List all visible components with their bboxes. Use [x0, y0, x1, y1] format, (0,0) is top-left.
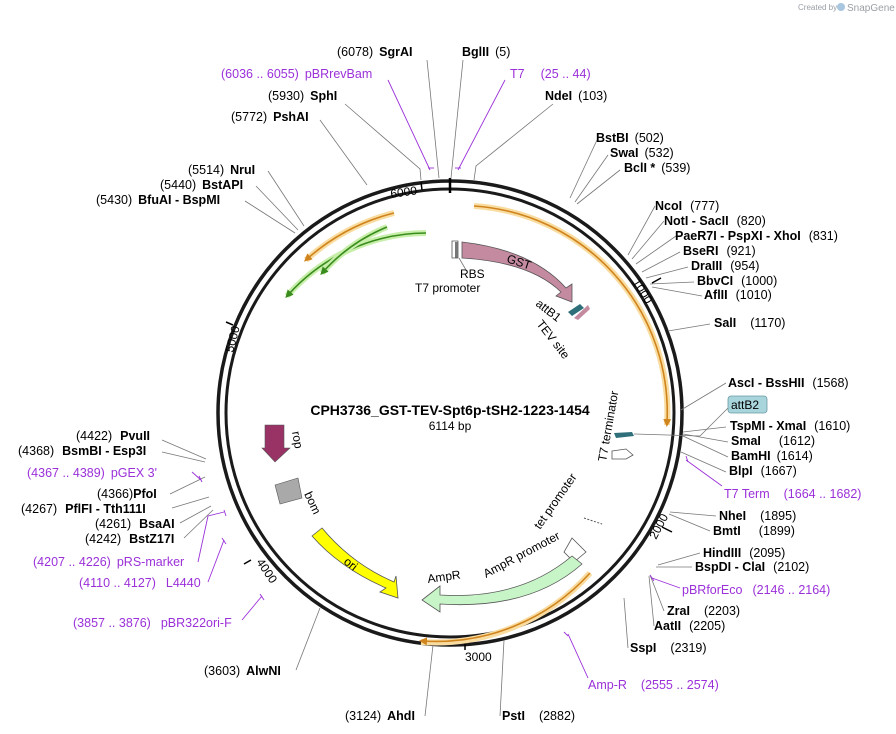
site-aflii: AflII(1010)	[704, 288, 772, 302]
t7-promoter-label: T7 promoter	[415, 281, 480, 295]
t7-terminator-feature	[611, 448, 634, 460]
orf-arc-right-glow	[473, 203, 671, 426]
site-bstapi: (5440)BstAPI	[160, 178, 243, 192]
green-orf-arc-2	[320, 226, 388, 275]
svg-text:3000: 3000	[465, 650, 492, 664]
attb2-box	[727, 395, 768, 414]
orf-arc-bottom	[419, 572, 591, 646]
tick-4000: 4000	[243, 556, 281, 586]
rbs-label: RBS	[460, 267, 485, 281]
primer-pbrrevbam: (6036 .. 6055)pBRrevBam	[221, 67, 372, 81]
site-bamhi: BamHI(1614)	[731, 449, 813, 463]
bom-feature	[274, 477, 303, 505]
site-sali: SalI(1170)	[714, 316, 785, 330]
site-alwni: (3603)AlwNI	[204, 664, 281, 678]
primer-t7: T7(25 .. 44)	[510, 67, 591, 81]
tick-5000: 5000	[222, 321, 243, 354]
snapgene-logo-icon	[837, 3, 845, 11]
site-leaders	[161, 59, 729, 717]
site-nhei: NheI(1895)	[719, 509, 796, 523]
site-blpi: BlpI(1667)	[729, 464, 797, 478]
primer-prs-marker: (4207 .. 4226)pRS-marker	[33, 555, 184, 569]
site-bmti: BmtI(1899)	[713, 524, 795, 538]
site-asci-bsshii: AscI - BssHII(1568)	[728, 376, 849, 390]
site-pflfi-tth111i: (4267)PflFI - Tth111I	[21, 502, 146, 516]
site-pvuii: (4422)PvuII	[76, 429, 150, 443]
attb1-label: attB1	[533, 296, 564, 324]
plasmid-title: CPH3736_GST-TEV-Spt6p-tSH2-1223-1454	[310, 402, 590, 418]
rop-label: rop	[289, 430, 306, 450]
site-smai: SmaI(1612)	[731, 434, 815, 448]
site-bseri: BseRI(921)	[683, 244, 756, 258]
rop-feature	[261, 424, 291, 463]
credit-prefix: Created by	[798, 3, 837, 12]
site-bstbi: BstBI(502)	[596, 131, 664, 145]
gst-feature	[461, 241, 573, 303]
tet-promoter-feature	[583, 517, 603, 525]
site-sgrai: (6078)SgrAI	[337, 45, 412, 59]
site-pshai: (5772)PshAI	[231, 110, 309, 124]
site-bcli: BclI *(539)	[624, 161, 690, 175]
site-bglii: BglII(5)	[462, 45, 510, 59]
attb1-feature	[568, 304, 584, 316]
primer-pgex3: (4367 .. 4389)pGEX 3'	[27, 466, 157, 480]
site-noti-sacii: NotI - SacII(820)	[664, 214, 766, 228]
site-nrui: (5514)NruI	[188, 163, 255, 177]
site-bsmbi-esp3i: (4368)BsmBI - Esp3I	[18, 444, 146, 458]
site-zrai: ZraI(2203)	[667, 604, 740, 618]
orf-arc-left	[304, 212, 395, 262]
site-bfuai-bspmi: (5430)BfuAI - BspMI	[96, 193, 220, 207]
svg-text:4000: 4000	[254, 556, 281, 586]
site-bbvci: BbvCI(1000)	[697, 274, 777, 288]
orf-arc-right	[473, 205, 672, 427]
bom-label: bom	[301, 489, 324, 516]
site-tspmi-xmai: TspMI - XmaI(1610)	[730, 419, 850, 433]
site-hindiii: HindIII(2095)	[703, 546, 785, 560]
site-bspdi-clai: BspDI - ClaI(2102)	[695, 560, 809, 574]
site-psti: PstI(2882)	[502, 709, 575, 723]
primer-t7-term: T7 Term(1664 .. 1682)	[724, 487, 861, 501]
primer-pbrforeco: pBRforEco(2146 .. 2164)	[682, 583, 830, 597]
primer-amp-r: Amp-R(2555 .. 2574)	[588, 678, 719, 692]
credit-brand: SnapGene	[847, 3, 895, 14]
tev-site-feature	[574, 305, 590, 320]
svg-text:6000: 6000	[389, 183, 418, 201]
site-ahdi: (3124)AhdI	[345, 709, 415, 723]
site-sphi: (5930)SphI	[268, 89, 337, 103]
site-ndei: NdeI(103)	[545, 89, 607, 103]
t7-promoter-mark	[451, 240, 459, 259]
ampr-label: AmpR	[426, 567, 461, 586]
primer-l4440: (4110 .. 4127)L4440	[79, 576, 201, 590]
primer-pbr322ori-f: (3857 .. 3876)pBR322ori-F	[73, 616, 232, 630]
ampr-feature	[421, 555, 583, 613]
site-bstz17i: (4242)BstZ17I	[85, 532, 174, 546]
site-swai: SwaI(532)	[610, 146, 674, 160]
site-aatii: AatII(2205)	[654, 619, 725, 633]
site-sspi: SspI(2319)	[630, 641, 707, 655]
site-paer7i-pspxi-xhoi: PaeR7I - PspXI - XhoI(831)	[675, 229, 838, 243]
rbs-mark	[455, 242, 458, 258]
site-ncoi: NcoI(777)	[655, 199, 719, 213]
attb2-label: attB2	[731, 398, 759, 412]
site-pfoi: (4366)PfoI	[97, 487, 157, 501]
ori-feature	[311, 527, 399, 599]
site-bsaai: (4261)BsaAI	[95, 517, 175, 531]
primer-leaders	[191, 79, 723, 679]
attb2-feature	[614, 432, 634, 438]
gst-label: GST	[505, 252, 533, 273]
site-draiii: DraIII(954)	[691, 259, 759, 273]
tick-6000: 6000	[389, 181, 423, 201]
plasmid-size: 6114 bp	[429, 419, 472, 433]
tev-site-label: TEV site	[534, 317, 573, 362]
svg-text:5000: 5000	[222, 324, 243, 354]
tet-promoter-label: tet promoter	[531, 471, 580, 532]
